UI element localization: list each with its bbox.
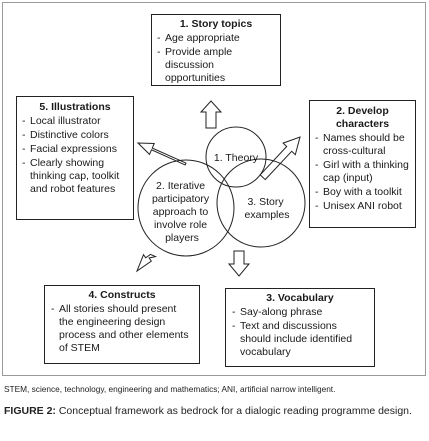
- venn-and-arrows: 1. Theory 2. Iterative participatory app…: [135, 100, 306, 277]
- arrow-up-right: [259, 136, 301, 181]
- list-item: All stories should present the engineeri…: [51, 303, 193, 355]
- venn-circle-theory: [205, 126, 267, 188]
- venn-label-iterative: 2. Iterative participatory approach to i…: [152, 180, 212, 244]
- list-item: Distinctive colors: [22, 129, 128, 142]
- list-item: Names should be cross-cultural: [315, 132, 410, 158]
- develop-characters-box: 2. Develop characters Names should be cr…: [309, 100, 416, 228]
- footnote: STEM, science, technology, engineering a…: [4, 384, 336, 394]
- list-item: Boy with a toolkit: [315, 186, 410, 199]
- venn-label-theory: 1. Theory: [214, 152, 259, 164]
- constructs-box: 4. Constructs All stories should present…: [44, 285, 200, 364]
- list-item: Say-along phrase: [232, 306, 368, 319]
- list-item: Text and discussions should include iden…: [232, 320, 368, 359]
- illustrations-title: 5. Illustrations: [39, 101, 111, 113]
- story-topics-title: 1. Story topics: [179, 18, 253, 30]
- figure-label: FIGURE 2:: [4, 405, 56, 417]
- arrow-up: [199, 100, 223, 129]
- arrow-down: [227, 250, 251, 277]
- venn-label-examples: 3. Story examples: [245, 196, 290, 221]
- figure-caption-text: Conceptual framework as bedrock for a di…: [58, 405, 412, 417]
- list-item: Girl with a thinking cap (input): [315, 159, 410, 185]
- figure-caption: FIGURE 2: Conceptual framework as bedroc…: [4, 405, 424, 418]
- arrow-down-left: [135, 253, 158, 273]
- list-item: Clearly showing thinking cap, toolkit an…: [22, 157, 128, 196]
- constructs-title: 4. Constructs: [88, 289, 156, 301]
- list-item: Age appropriate: [157, 32, 275, 45]
- story-topics-box: 1. Story topics Age appropriate Provide …: [151, 14, 281, 86]
- venn-circle-iterative: [137, 159, 235, 257]
- vocabulary-box: 3. Vocabulary Say-along phrase Text and …: [225, 288, 375, 367]
- develop-characters-title: 2. Develop characters: [335, 105, 390, 130]
- list-item: Provide ample discussion opportunities: [157, 46, 275, 85]
- list-item: Unisex ANI robot: [315, 200, 410, 213]
- list-item: Facial expressions: [22, 143, 128, 156]
- list-item: Local illustrator: [22, 115, 128, 128]
- arrow-up-left: [136, 142, 187, 166]
- vocabulary-title: 3. Vocabulary: [266, 292, 334, 304]
- illustrations-box: 5. Illustrations Local illustrator Disti…: [16, 96, 134, 220]
- venn-circle-examples: [216, 158, 306, 248]
